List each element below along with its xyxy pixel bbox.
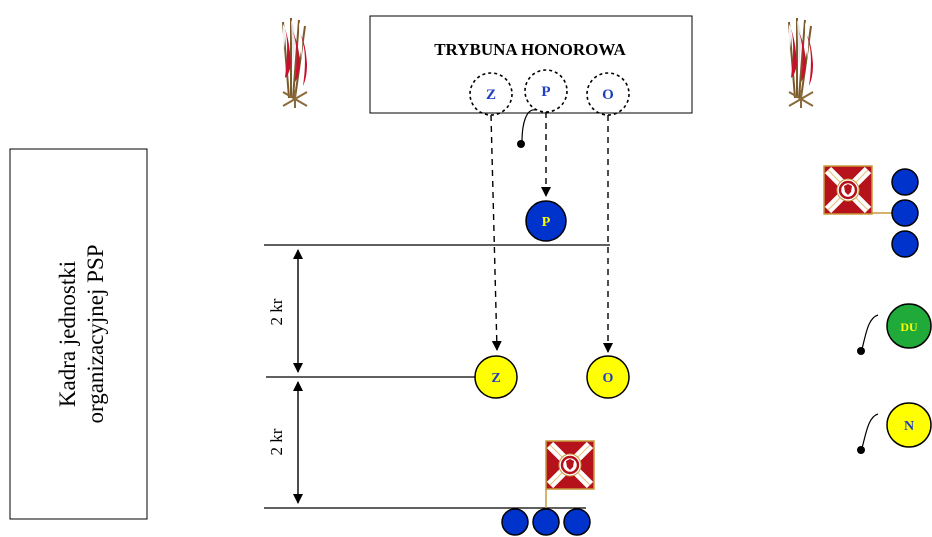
dimension-label-upper: 2 kr [267,298,286,325]
tribune-title: TRYBUNA HONOROWA [434,40,626,59]
banner-escort-right [891,168,919,258]
du-label: DU [900,320,918,334]
personnel-panel-line2: organizacyjnej PSP [83,244,108,423]
turn-indicator-tribune [517,109,537,148]
commander-p-marker: P [525,200,567,242]
commander-p-label: P [542,215,551,230]
tribune-position-p-label: P [541,84,550,100]
deputy-z-marker: Z [474,355,518,399]
n-marker: N [857,402,932,454]
tribune-position-o-label: O [602,87,614,103]
banner-bottom-icon [546,441,594,489]
flag-stand-left-icon [282,17,308,109]
personnel-panel-line1: Kadra jednostki [55,261,80,407]
deputy-z-label: Z [491,371,500,386]
officer-o-marker: O [586,355,630,399]
officer-o-label: O [603,371,614,386]
n-label: N [904,419,914,434]
path-arrow-z [490,114,502,351]
tribune-box: TRYBUNA HONOROWA [369,15,693,114]
tribune-position-z-label: Z [486,87,496,103]
banner-right-icon [824,166,872,214]
banner-escort-bottom [501,508,591,536]
du-marker: DU [857,303,932,355]
flag-stand-right-icon [788,17,814,109]
personnel-panel: Kadra jednostki organizacyjnej PSP [9,148,148,520]
dimension-label-lower: 2 kr [267,428,286,455]
